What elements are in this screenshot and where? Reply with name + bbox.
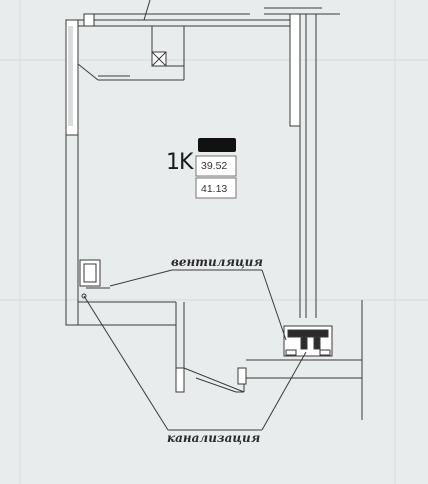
ventilation-annotation: вентиляция xyxy=(171,255,263,269)
left-wall xyxy=(65,19,79,326)
vent-unit-right xyxy=(283,325,333,357)
bathroom-block xyxy=(77,0,185,81)
area-label-frame xyxy=(195,155,237,199)
vent-shaft-left xyxy=(79,259,110,299)
total-area-value: 41.13 xyxy=(201,183,228,195)
sewerage-annotation: канализация xyxy=(167,431,261,445)
redaction-bar xyxy=(198,138,236,152)
apartment-type-label: 1K xyxy=(166,150,193,175)
bottom-outline xyxy=(66,300,363,420)
leader-lines xyxy=(83,269,307,431)
right-wall xyxy=(289,13,317,318)
top-wall xyxy=(66,7,340,27)
living-area-value: 39.52 xyxy=(201,160,228,172)
